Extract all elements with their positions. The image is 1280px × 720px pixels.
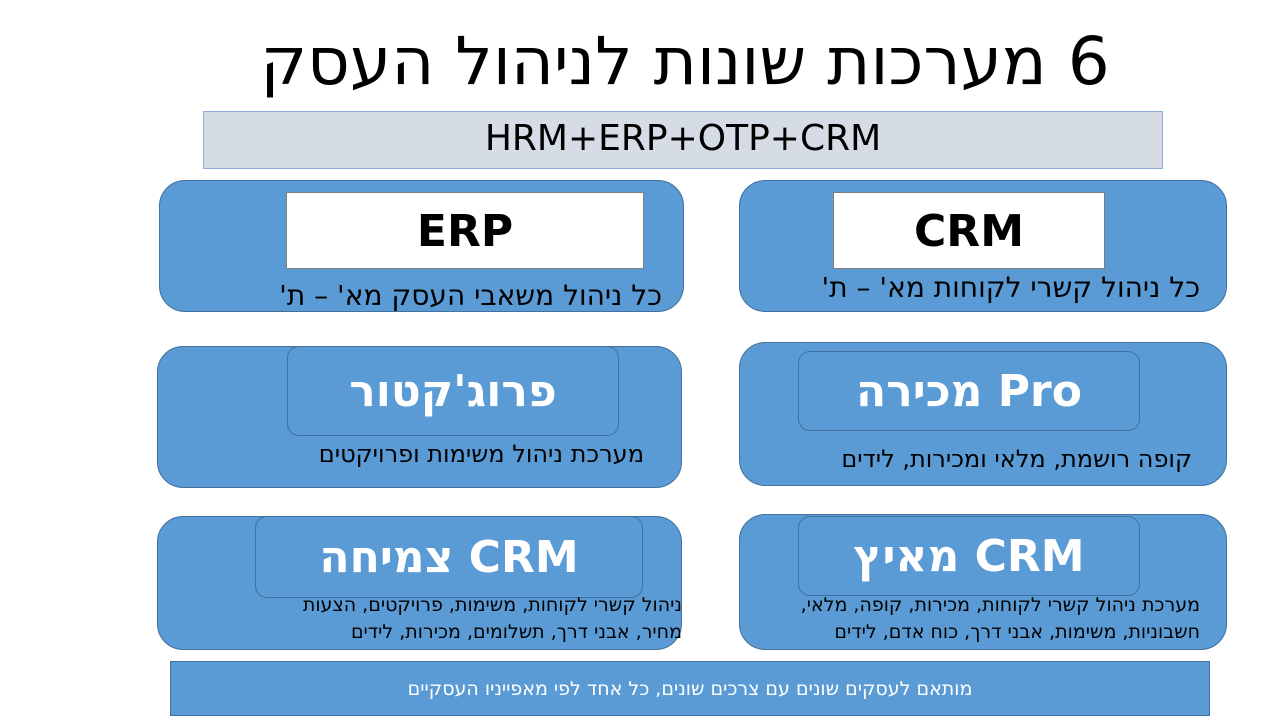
card-meitz-desc-line2: חשבוניות, משימות, אבני דרך, כוח אדם, ליד… [834,621,1200,643]
card-crm-label: CRM [833,192,1105,269]
footer-note: מותאם לעסקים שונים עם צרכים שונים, כל אח… [170,661,1210,716]
systems-banner: HRM+ERP+OTP+CRM [203,111,1163,169]
card-projector-label: פרוג'קטור [287,346,619,436]
card-tzmicha-label: צמיחה CRM [255,516,643,598]
card-projector-desc: מערכת ניהול משימות ופרויקטים [318,440,644,468]
card-mechira-label: מכירה Pro [798,351,1140,431]
page-title: 6 מערכות שונות לניהול העסק [260,23,1110,100]
card-meitz-desc-line1: מערכת ניהול קשרי לקוחות, מכירות, קופה, מ… [800,594,1200,616]
card-tzmicha-desc-line1: ניהול קשרי לקוחות, משימות, פרויקטים, הצע… [302,594,682,616]
card-erp-desc: כל ניהול משאבי העסק מא' – ת' [279,279,662,312]
card-erp-label: ERP [286,192,644,269]
card-meitz-label: מאיץ CRM [798,516,1140,596]
card-crm-desc: כל ניהול קשרי לקוחות מא' – ת' [821,271,1200,304]
card-mechira-desc: קופה רושמת, מלאי ומכירות, לידים [841,445,1192,473]
card-tzmicha-desc-line2: מחיר, אבני דרך, תשלומים, מכירות, לידים [350,621,682,643]
